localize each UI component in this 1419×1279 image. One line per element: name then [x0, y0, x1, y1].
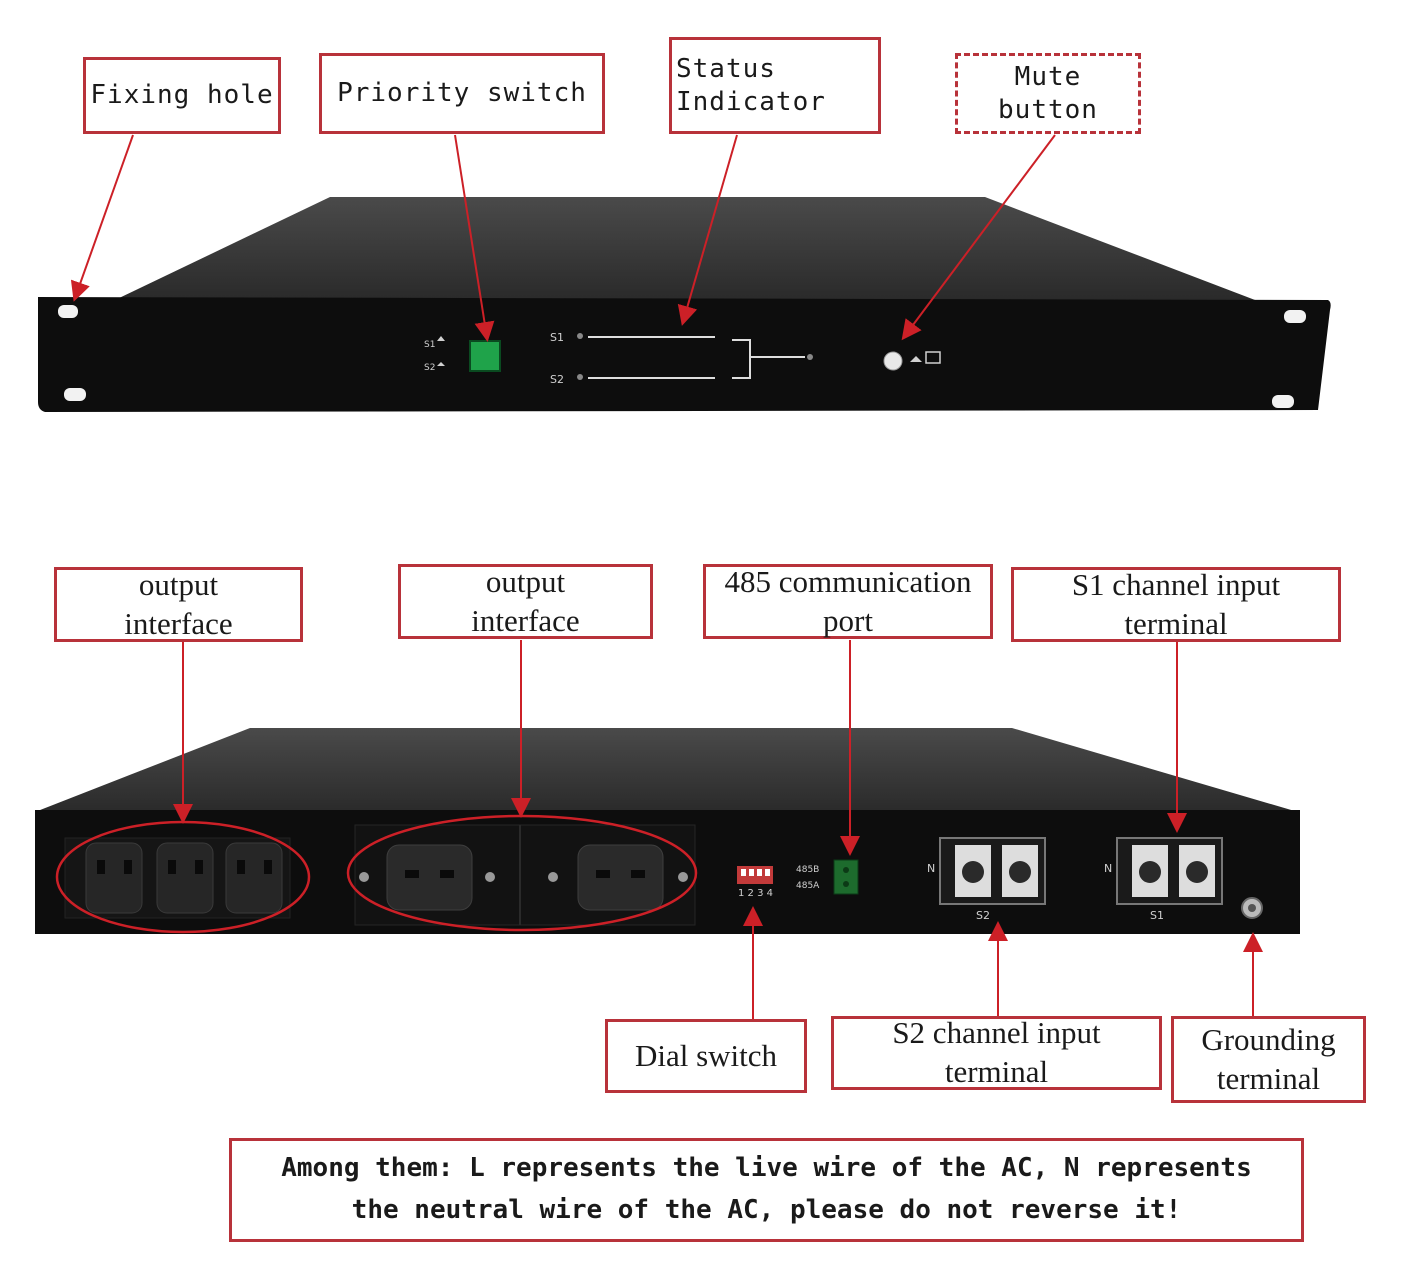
- rs485a-label: 485A: [796, 881, 820, 891]
- callout-485-port: 485 communication port: [703, 564, 993, 639]
- callout-s1-input: S1 channel input terminal: [1011, 567, 1341, 642]
- priority-s1-mark: S1: [424, 340, 435, 350]
- c19-outlet-2: [578, 845, 663, 910]
- callout-mute-button: Mute button: [955, 53, 1141, 134]
- callout-dial-switch: Dial switch: [605, 1019, 807, 1093]
- callout-status-indicator-text: Status Indicator: [676, 53, 826, 118]
- callout-fixing-hole-text: Fixing hole: [90, 79, 273, 112]
- callout-priority-switch-text: Priority switch: [337, 77, 587, 110]
- c13-outlet-group: [57, 822, 309, 932]
- callout-output-interface-2: output interface: [398, 564, 653, 639]
- callout-grounding: Grounding terminal: [1171, 1016, 1366, 1103]
- status-led-s2: [577, 374, 583, 380]
- status-s2-label: S2: [550, 373, 564, 386]
- c13-outlet-1: [86, 843, 142, 913]
- mute-button-knob: [884, 352, 902, 370]
- callout-fixing-hole: Fixing hole: [83, 57, 281, 134]
- rear-unit-lid: [35, 728, 1298, 812]
- fixing-hole-top-left: [58, 305, 78, 318]
- callout-485-port-text: 485 communication port: [724, 563, 971, 641]
- c13-outlet-3: [226, 843, 282, 913]
- front-panel-unit: S1 S2 S1 S2: [38, 197, 1331, 412]
- rear-panel-unit: 1 2 3 4 485B 485A N S2: [35, 728, 1300, 934]
- priority-s2-mark: S2: [424, 363, 435, 373]
- c19-outlet-1: [387, 845, 472, 910]
- c13-outlet-2: [157, 843, 213, 913]
- dip-numbers: 1 2 3 4: [738, 888, 773, 899]
- s2-neutral-mark: N: [927, 862, 935, 875]
- callout-status-indicator: Status Indicator: [669, 37, 881, 134]
- callout-s1-input-text: S1 channel input terminal: [1072, 566, 1280, 644]
- callout-output-interface-1: output interface: [54, 567, 303, 642]
- callout-dial-switch-text: Dial switch: [635, 1037, 777, 1076]
- callout-output-interface-2-text: output interface: [471, 563, 579, 641]
- callout-mute-button-text: Mute button: [998, 61, 1098, 126]
- wiring-note-text: Among them: L represents the live wire o…: [281, 1148, 1252, 1231]
- dial-switch-block: 1 2 3 4: [737, 866, 773, 899]
- arrow-fixing-hole: [75, 135, 133, 298]
- priority-switch-button: [470, 341, 500, 371]
- rs485b-label: 485B: [796, 865, 819, 875]
- rs485-connector: [834, 860, 858, 894]
- s2-terminal-label: S2: [976, 909, 990, 922]
- s1-neutral-mark: N: [1104, 862, 1112, 875]
- c19-outlet-group: [348, 816, 696, 930]
- fixing-hole-top-right: [1284, 310, 1306, 323]
- callout-output-interface-1-text: output interface: [124, 566, 232, 644]
- status-led-output: [807, 354, 813, 360]
- callout-s2-input: S2 channel input terminal: [831, 1016, 1162, 1090]
- s1-terminal-label: S1: [1150, 909, 1164, 922]
- status-led-s1: [577, 333, 583, 339]
- callout-grounding-text: Grounding terminal: [1201, 1021, 1335, 1099]
- callout-priority-switch: Priority switch: [319, 53, 605, 134]
- fixing-hole-bottom-right: [1272, 395, 1294, 408]
- callout-s2-input-text: S2 channel input terminal: [892, 1014, 1100, 1092]
- status-s1-label: S1: [550, 331, 564, 344]
- wiring-note: Among them: L represents the live wire o…: [229, 1138, 1304, 1242]
- fixing-hole-bottom-left: [64, 388, 86, 401]
- front-unit-lid: [115, 197, 1255, 300]
